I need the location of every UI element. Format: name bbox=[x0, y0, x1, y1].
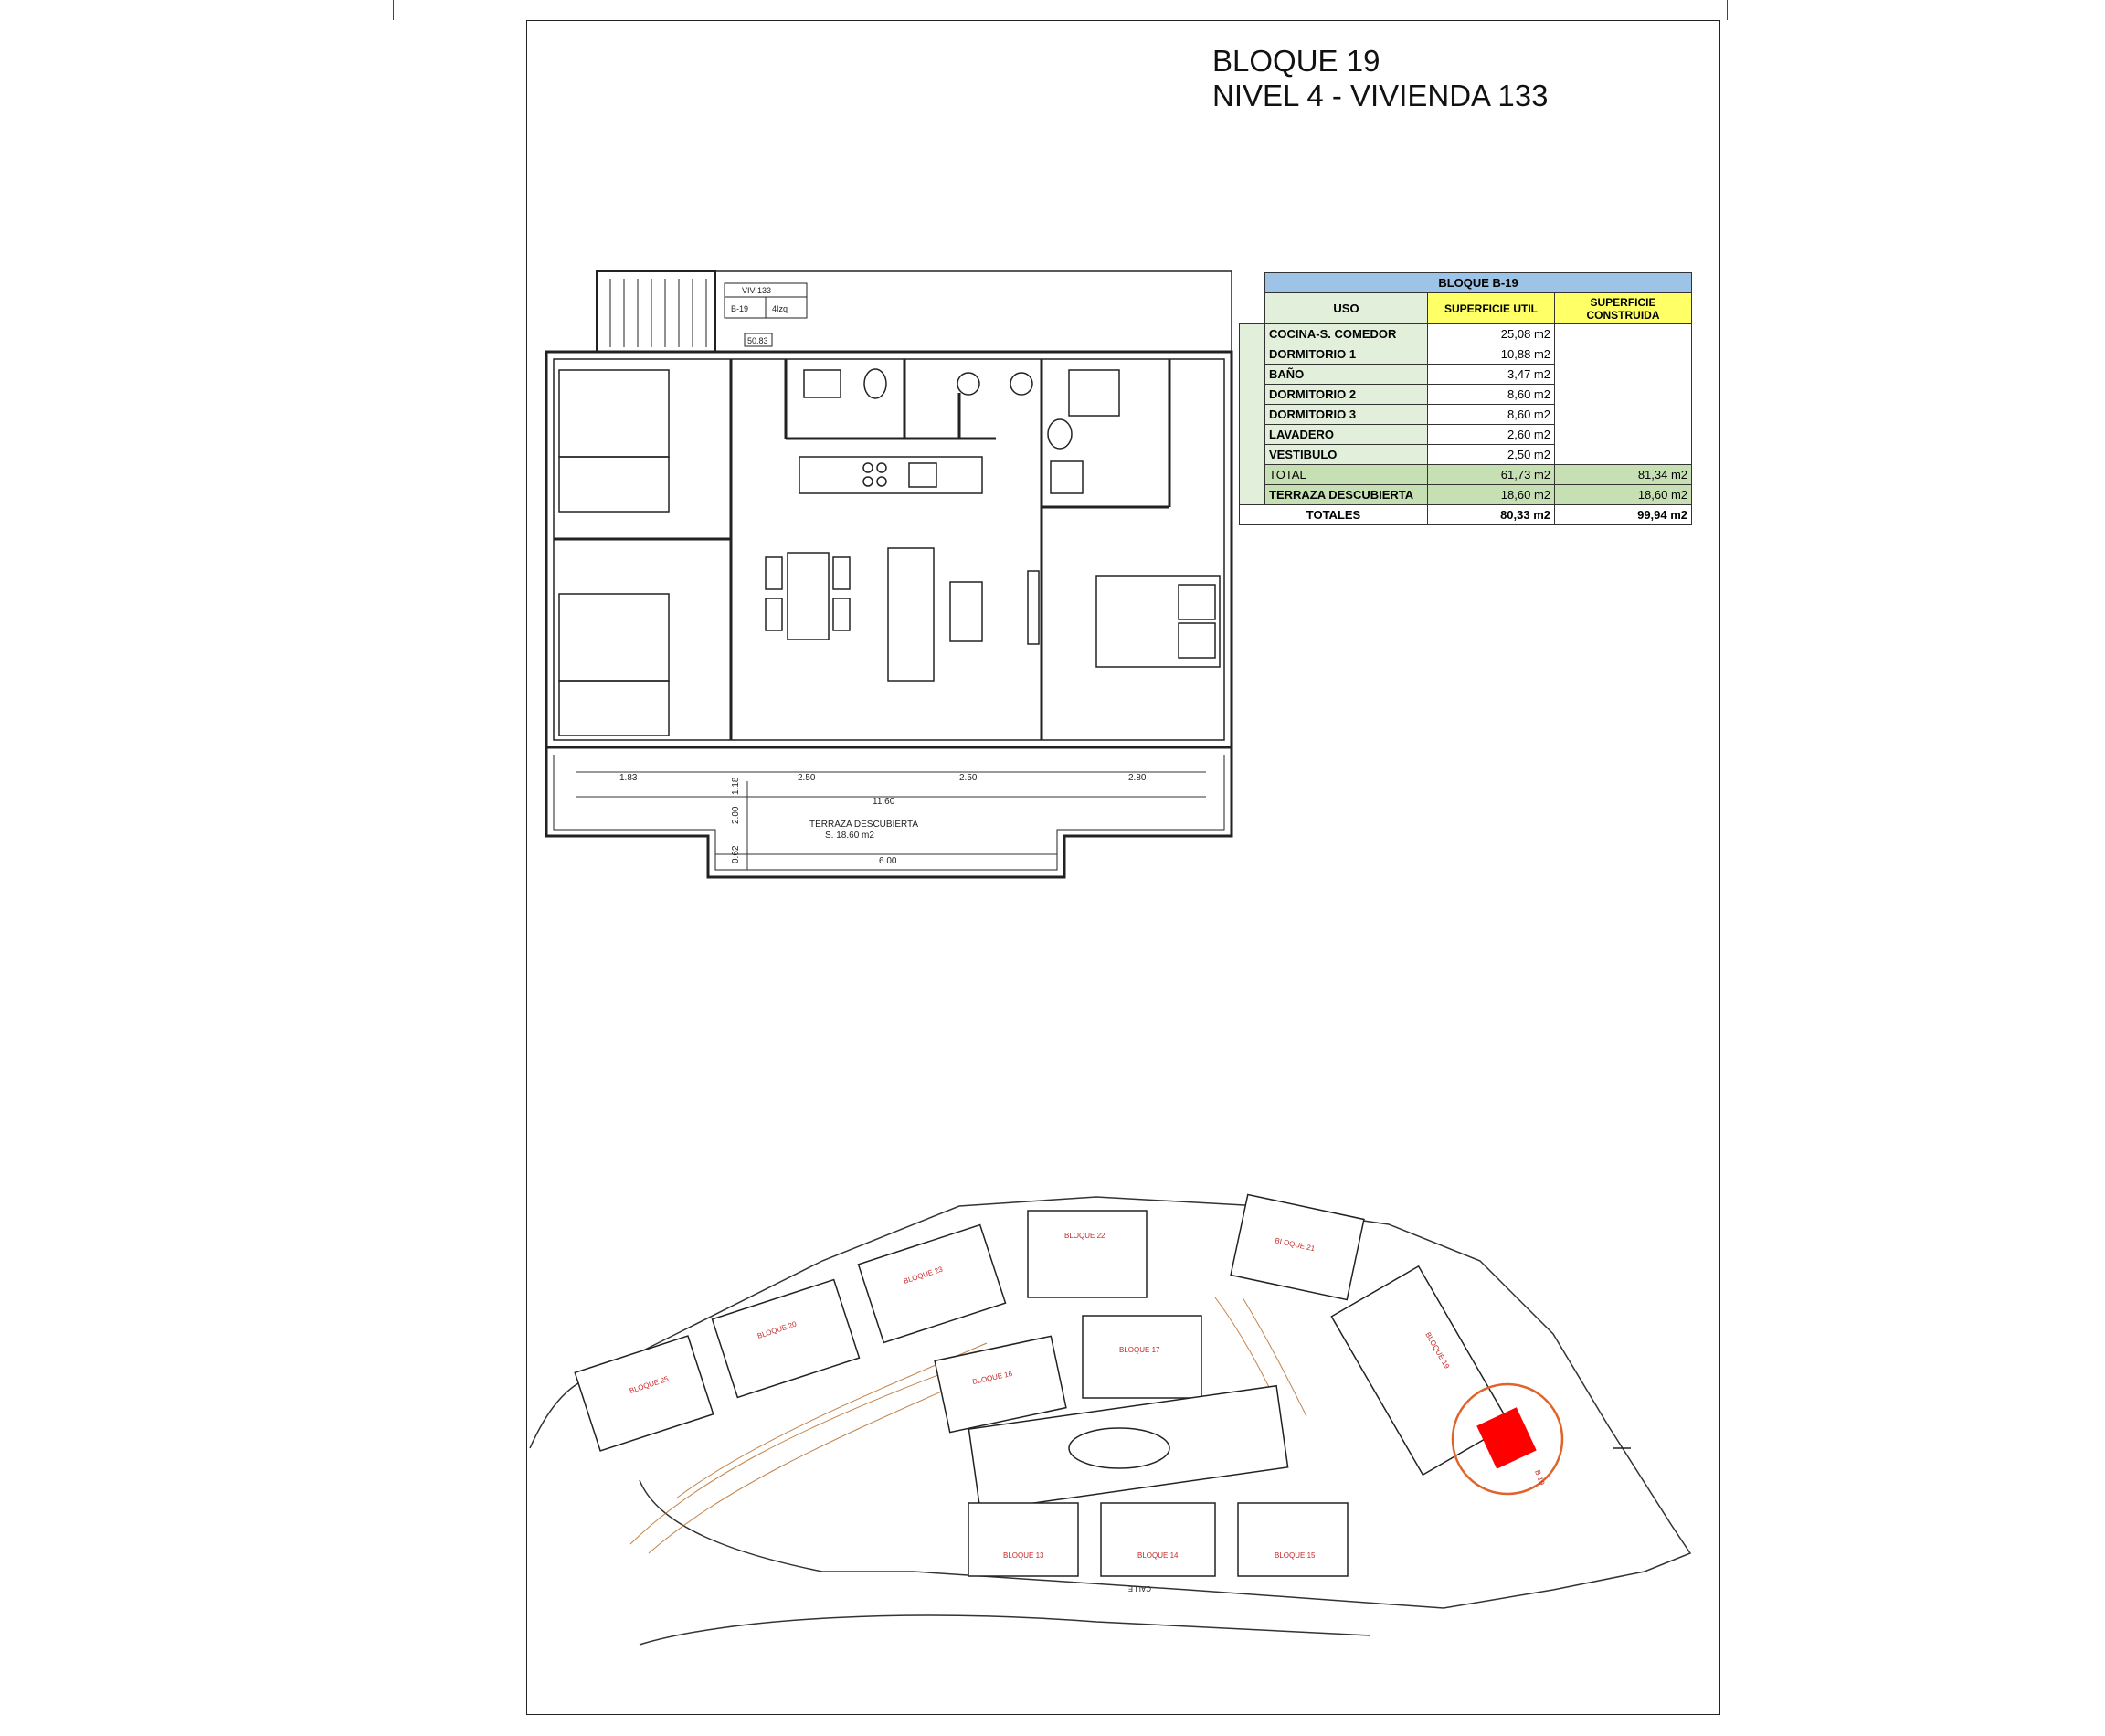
beds bbox=[558, 369, 1221, 736]
row-uso: LAVADERO bbox=[1264, 424, 1428, 445]
drawing-frame bbox=[526, 20, 1720, 1715]
dim-label: 1.83 bbox=[619, 773, 638, 783]
bath-fixtures bbox=[803, 368, 1120, 494]
pool bbox=[1068, 1427, 1170, 1469]
row-construida-empty bbox=[1553, 323, 1693, 465]
block-label: B-19 bbox=[1533, 1469, 1546, 1487]
row-util: 8,60 m2 bbox=[1427, 404, 1555, 425]
exterior-walls bbox=[545, 350, 1233, 749]
row-uso: BAÑO bbox=[1264, 364, 1428, 385]
terrace-outline bbox=[545, 747, 1233, 879]
site-outline bbox=[529, 1196, 1692, 1646]
table-spacer bbox=[1239, 292, 1265, 324]
row-uso: DORMITORIO 3 bbox=[1264, 404, 1428, 425]
block-label: BLOQUE 22 bbox=[1064, 1232, 1105, 1240]
row-util: 25,08 m2 bbox=[1427, 323, 1555, 344]
terraza-label: TERRAZA DESCUBIERTA bbox=[1264, 484, 1428, 505]
totales-construida: 99,94 m2 bbox=[1553, 504, 1693, 525]
row-uso: COCINA-S. COMEDOR bbox=[1264, 323, 1428, 344]
sheet-edge-line bbox=[1727, 0, 1728, 20]
row-util: 8,60 m2 bbox=[1427, 384, 1555, 405]
dim-label: 1.18 bbox=[731, 777, 741, 795]
col-util: SUPERFICIE UTIL bbox=[1427, 292, 1555, 324]
table-spacer bbox=[1239, 272, 1265, 293]
stair-core bbox=[596, 270, 716, 353]
area-table: BLOQUE B-19 USO SUPERFICIE UTIL SUPERFIC… bbox=[1239, 272, 1693, 525]
sofa bbox=[887, 547, 935, 682]
total-util: 61,73 m2 bbox=[1427, 464, 1555, 485]
dim-label: 2.50 bbox=[959, 773, 978, 783]
dim-label: 11.60 bbox=[873, 797, 895, 807]
terraza-util: 18,60 m2 bbox=[1427, 484, 1555, 505]
stair-steps bbox=[609, 279, 707, 347]
kitchen-counter bbox=[799, 456, 983, 494]
location-circle bbox=[1451, 1382, 1564, 1496]
block-footprints bbox=[574, 1193, 1511, 1577]
row-uso: DORMITORIO 2 bbox=[1264, 384, 1428, 405]
group-label: VIVIENDA 133 bbox=[1239, 323, 1265, 505]
block-label: BLOQUE 13 bbox=[1003, 1551, 1044, 1560]
tag-block: B-19 bbox=[731, 304, 748, 313]
tv-unit bbox=[1027, 570, 1040, 645]
row-util: 2,60 m2 bbox=[1427, 424, 1555, 445]
street-label: CALLE bbox=[1128, 1584, 1151, 1593]
col-uso: USO bbox=[1264, 292, 1428, 324]
sheet-edge-line bbox=[393, 0, 394, 20]
tag-line1: VIV-133 bbox=[742, 286, 771, 295]
unit-highlight bbox=[1476, 1407, 1537, 1469]
dim-label: 6.00 bbox=[879, 856, 897, 866]
dining-table bbox=[765, 552, 851, 640]
tag-pos: 4Izq bbox=[772, 304, 788, 313]
interior-wall-line bbox=[553, 358, 1225, 741]
title-unit: NIVEL 4 - VIVIENDA 133 bbox=[1212, 79, 1549, 112]
table-header: BLOQUE B-19 bbox=[1264, 272, 1693, 293]
row-util: 2,50 m2 bbox=[1427, 444, 1555, 465]
col-construida: SUPERFICIE CONSTRUIDA bbox=[1553, 292, 1693, 324]
total-construida: 81,34 m2 bbox=[1553, 464, 1693, 485]
totales-util: 80,33 m2 bbox=[1427, 504, 1555, 525]
coffee-table bbox=[949, 581, 983, 642]
partition-walls bbox=[554, 359, 1171, 740]
row-uso: VESTIBULO bbox=[1264, 444, 1428, 465]
dimension-lines bbox=[576, 771, 1206, 870]
dim-label: 2.80 bbox=[1128, 773, 1147, 783]
terraza-construida: 18,60 m2 bbox=[1553, 484, 1693, 505]
row-uso: DORMITORIO 1 bbox=[1264, 344, 1428, 365]
floor-plan: 1.83 2.50 2.50 2.80 11.60 1.18 2.00 0.62… bbox=[545, 270, 1233, 879]
block-label: BLOQUE 14 bbox=[1137, 1551, 1179, 1560]
terrace-area: S. 18.60 m2 bbox=[825, 831, 874, 841]
row-util: 10,88 m2 bbox=[1427, 344, 1555, 365]
row-util: 3,47 m2 bbox=[1427, 364, 1555, 385]
site-plan: BLOQUE 25 BLOQUE 20 BLOQUE 23 BLOQUE 22 … bbox=[529, 1193, 1692, 1646]
terrace-inner bbox=[553, 755, 1225, 871]
dim-label: 0.62 bbox=[731, 845, 741, 863]
tag-code: 50.83 bbox=[747, 336, 768, 345]
total-label: TOTAL bbox=[1264, 464, 1428, 485]
dim-label: 2.00 bbox=[731, 806, 741, 824]
block-label: BLOQUE 17 bbox=[1119, 1346, 1160, 1354]
block-label: BLOQUE 15 bbox=[1275, 1551, 1316, 1560]
totales-label: TOTALES bbox=[1239, 504, 1428, 525]
title-block: BLOQUE 19 bbox=[1212, 44, 1380, 78]
terrace-label: TERRAZA DESCUBIERTA bbox=[809, 820, 918, 830]
sheet-title: BLOQUE 19 NIVEL 4 - VIVIENDA 133 bbox=[1212, 44, 1548, 113]
dim-label: 2.50 bbox=[798, 773, 816, 783]
